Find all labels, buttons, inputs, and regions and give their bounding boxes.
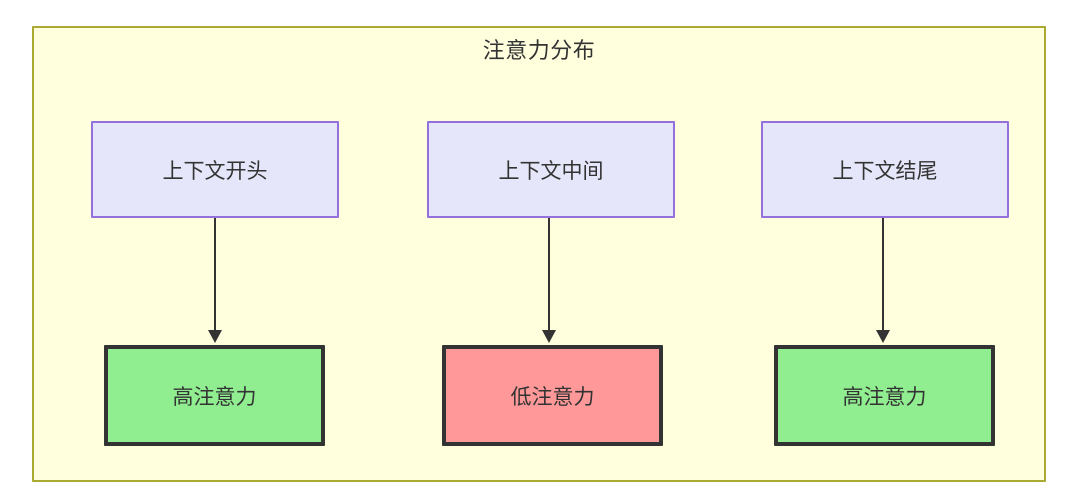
node-context-end[interactable]: 上下文结尾 [761, 121, 1009, 218]
arrowhead-icon [876, 330, 890, 343]
attention-distribution-subgraph: 注意力分布 上下文开头 上下文中间 上下文结尾 高注意力 低注意力 高注意力 [32, 26, 1046, 482]
node-context-start[interactable]: 上下文开头 [91, 121, 339, 218]
edge-shaft [214, 218, 216, 335]
edge-ctx-middle-to-att-middle [542, 218, 556, 345]
arrowhead-icon [542, 330, 556, 343]
arrowhead-icon [208, 330, 222, 343]
node-context-middle[interactable]: 上下文中间 [427, 121, 675, 218]
edge-shaft [548, 218, 550, 335]
edge-ctx-start-to-att-start [208, 218, 222, 345]
edge-shaft [882, 218, 884, 335]
subgraph-title: 注意力分布 [482, 39, 596, 64]
edge-ctx-end-to-att-end [876, 218, 890, 345]
node-attention-middle[interactable]: 低注意力 [442, 345, 663, 446]
node-attention-end[interactable]: 高注意力 [774, 345, 995, 446]
node-attention-start[interactable]: 高注意力 [104, 345, 325, 446]
